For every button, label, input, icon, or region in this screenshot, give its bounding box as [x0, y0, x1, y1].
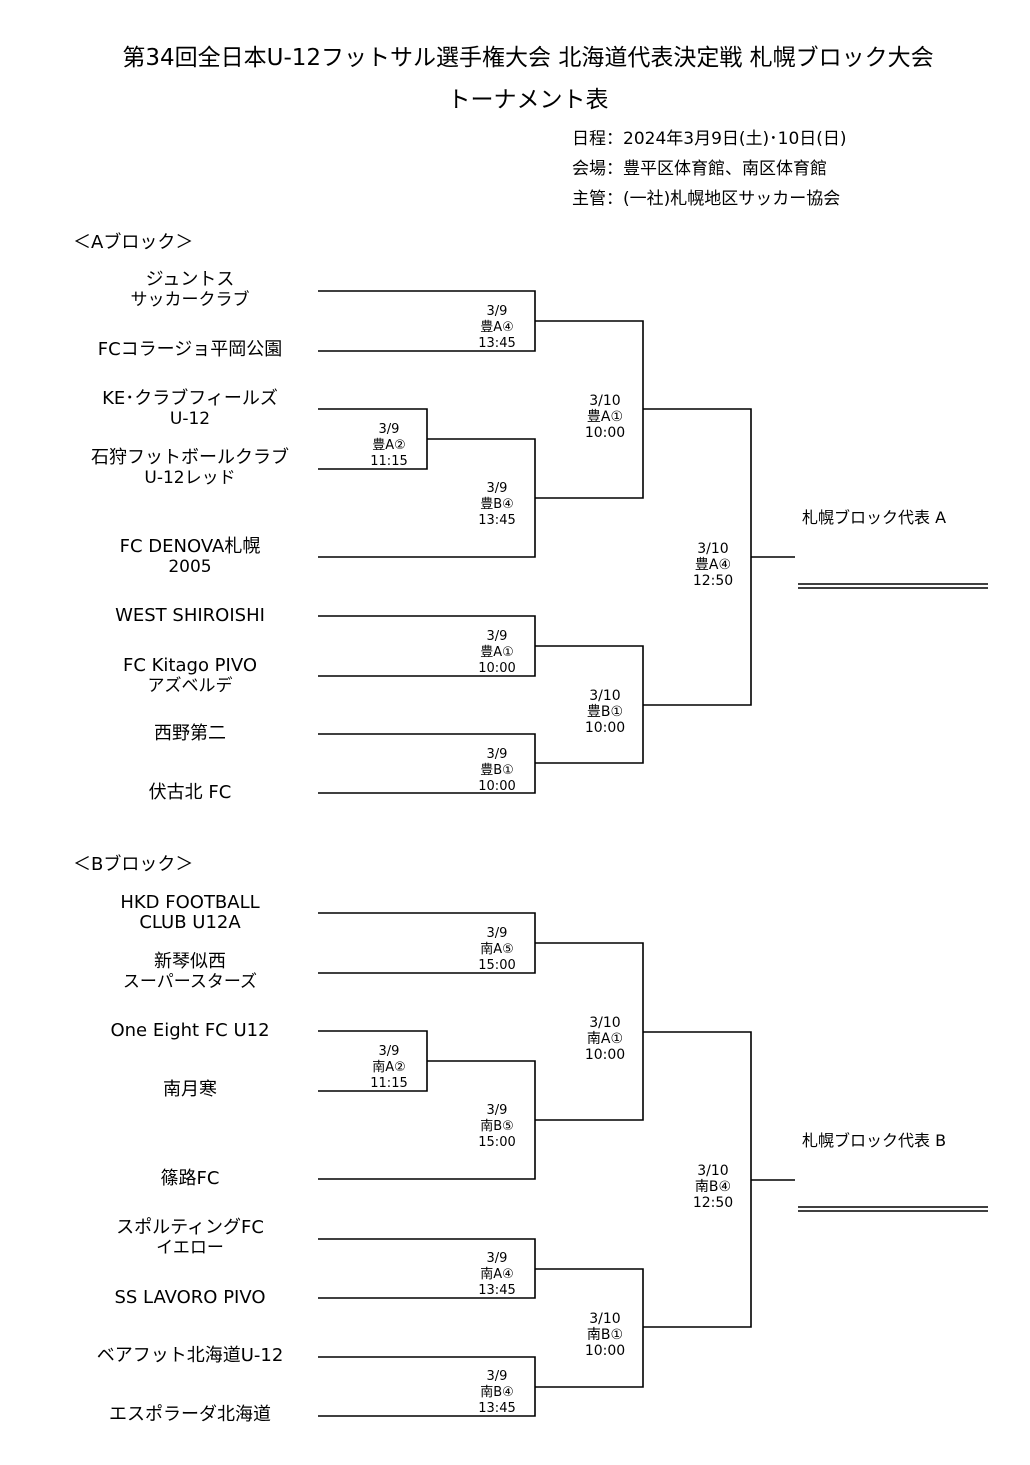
representative-b: 札幌ブロック代表 B [802, 1131, 947, 1150]
block-a-label: ＜Aブロック＞ [73, 232, 194, 253]
block-a-lines [318, 290, 988, 794]
team-b7: SS LAVORO PIVO [114, 1287, 266, 1308]
page-title: 第34回全日本U-12フットサル選手権大会 北海道代表決定戦 札幌ブロック大会 [122, 45, 934, 71]
info-organizer: 主管：(一社)札幌地区サッカー協会 [572, 189, 841, 209]
team-b9: エスポラーダ北海道 [109, 1404, 271, 1425]
block-b-label: ＜Bブロック＞ [73, 854, 194, 875]
team-a9: 伏古北 FC [148, 782, 232, 803]
team-b4: 南月寒 [163, 1079, 217, 1100]
team-b8: ベアフット北海道U-12 [96, 1345, 284, 1366]
team-a8: 西野第二 [154, 723, 226, 744]
page-subtitle: トーナメント表 [447, 87, 609, 113]
team-a1: ジュントスサッカークラブ [130, 269, 250, 311]
team-b2: 新琴似西スーパースターズ [122, 951, 258, 993]
info-venue: 会場：豊平区体育館、南区体育館 [572, 159, 827, 179]
info-schedule: 日程：2024年3月9日(土)･10日(日) [572, 129, 847, 149]
team-b5: 篠路FC [160, 1168, 220, 1189]
team-a6: WEST SHIROISHI [115, 605, 265, 626]
team-b3: One Eight FC U12 [110, 1020, 270, 1041]
representative-a: 札幌ブロック代表 A [802, 508, 947, 527]
block-b-lines [318, 912, 988, 1417]
team-a2: FCコラージョ平岡公園 [97, 339, 283, 360]
